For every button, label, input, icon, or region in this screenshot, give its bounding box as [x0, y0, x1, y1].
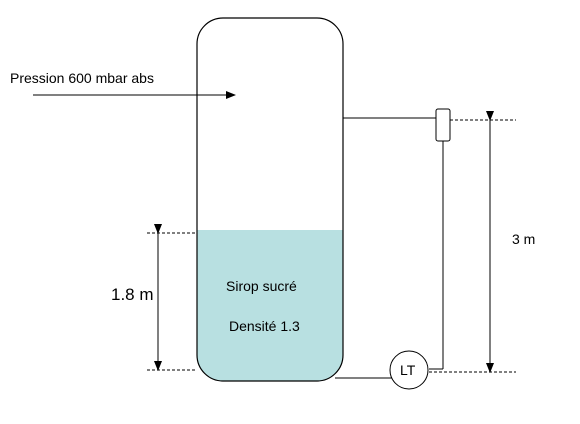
range-height-label: 3 m: [512, 231, 535, 247]
upper-tap-seal: [435, 108, 451, 142]
transmitter-label: LT: [400, 362, 416, 378]
density-label: Densité 1.3: [229, 318, 300, 334]
tank-vessel: [196, 17, 344, 382]
level-transmitter: [389, 350, 429, 390]
pressure-label: Pression 600 mbar abs: [10, 70, 154, 86]
liquid-name-label: Sirop sucré: [226, 278, 297, 294]
liquid-body: [197, 230, 343, 381]
liquid-fill: [197, 230, 343, 381]
level-height-label: 1.8 m: [111, 285, 154, 304]
